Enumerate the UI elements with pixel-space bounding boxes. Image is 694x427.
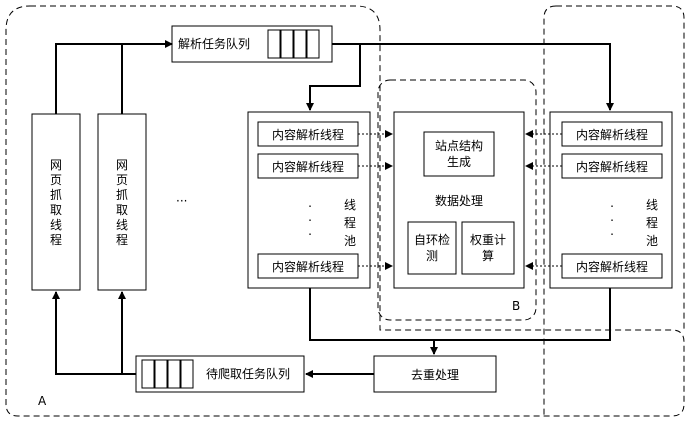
loop-detect-box xyxy=(407,221,457,275)
crawler-thread-label-2: 网页抓取线程 xyxy=(115,158,128,247)
right-pool-label: 线程池 xyxy=(645,198,658,248)
right-parse-thread-box xyxy=(561,121,663,147)
parse-queue-slot xyxy=(306,29,320,59)
crawl-queue-slot xyxy=(167,359,181,389)
dedup-label: 去重处理 xyxy=(410,367,459,382)
crawl-queue-slot xyxy=(154,359,168,389)
parse-queue-slot xyxy=(293,29,307,59)
weight-calc-box xyxy=(461,221,515,275)
site-structure-label: 站点结构生成 xyxy=(434,139,483,169)
arrow-left-pool-to-dedup xyxy=(309,288,434,341)
right-parse-thread-label: 内容解析线程 xyxy=(575,259,648,274)
right-pool-dots: . . . xyxy=(610,196,614,238)
data-processing-label: 数据处理 xyxy=(434,194,483,208)
crawler-thread-box-1 xyxy=(31,113,81,291)
left-parse-thread-label: 内容解析线程 xyxy=(271,127,344,142)
arrow-right-pool-to-dedup xyxy=(434,288,611,341)
weight-calc-label: 权重计算 xyxy=(469,233,506,263)
region-b-boundary xyxy=(377,79,537,321)
left-pool-dots: . . . xyxy=(308,196,312,238)
crawl-queue-slot xyxy=(141,359,155,389)
region-a-boundary xyxy=(5,5,685,417)
left-pool-label: 线程池 xyxy=(343,198,356,248)
right-parse-thread-label: 内容解析线程 xyxy=(575,127,648,142)
site-structure-box xyxy=(423,131,495,177)
crawler-ellipsis: ··· xyxy=(176,194,188,208)
left-parse-thread-label: 内容解析线程 xyxy=(271,259,344,274)
parse-queue-slot xyxy=(267,29,281,59)
region-b-label: B xyxy=(512,299,521,313)
loop-detect-label: 自环检测 xyxy=(414,233,451,263)
right-parse-thread-box xyxy=(561,253,663,279)
arrow-parse-queue-to-right-pool xyxy=(332,43,614,111)
arrow-crawl-queue-to-crawler1 xyxy=(52,291,136,375)
left-parse-thread-box xyxy=(257,153,359,179)
right-parse-thread-label: 内容解析线程 xyxy=(575,159,648,174)
arrow-parse-queue-to-left-pool xyxy=(306,44,361,111)
left-parse-thread-box xyxy=(257,253,359,279)
left-parse-thread-label: 内容解析线程 xyxy=(271,159,344,174)
region-a-label: A xyxy=(38,394,47,408)
arrow-crawler1-to-parse-queue xyxy=(55,40,173,114)
crawler-thread-label-1: 网页抓取线程 xyxy=(49,158,62,247)
left-parse-thread-box xyxy=(257,121,359,147)
right-region-boundary xyxy=(543,5,685,416)
crawl-queue-label: 待爬取任务队列 xyxy=(206,367,291,381)
dedup-box xyxy=(373,355,497,393)
parse-queue-slot xyxy=(280,29,294,59)
crawl-queue-slot xyxy=(180,359,194,389)
parse-queue-label: 解析任务队列 xyxy=(178,37,251,51)
